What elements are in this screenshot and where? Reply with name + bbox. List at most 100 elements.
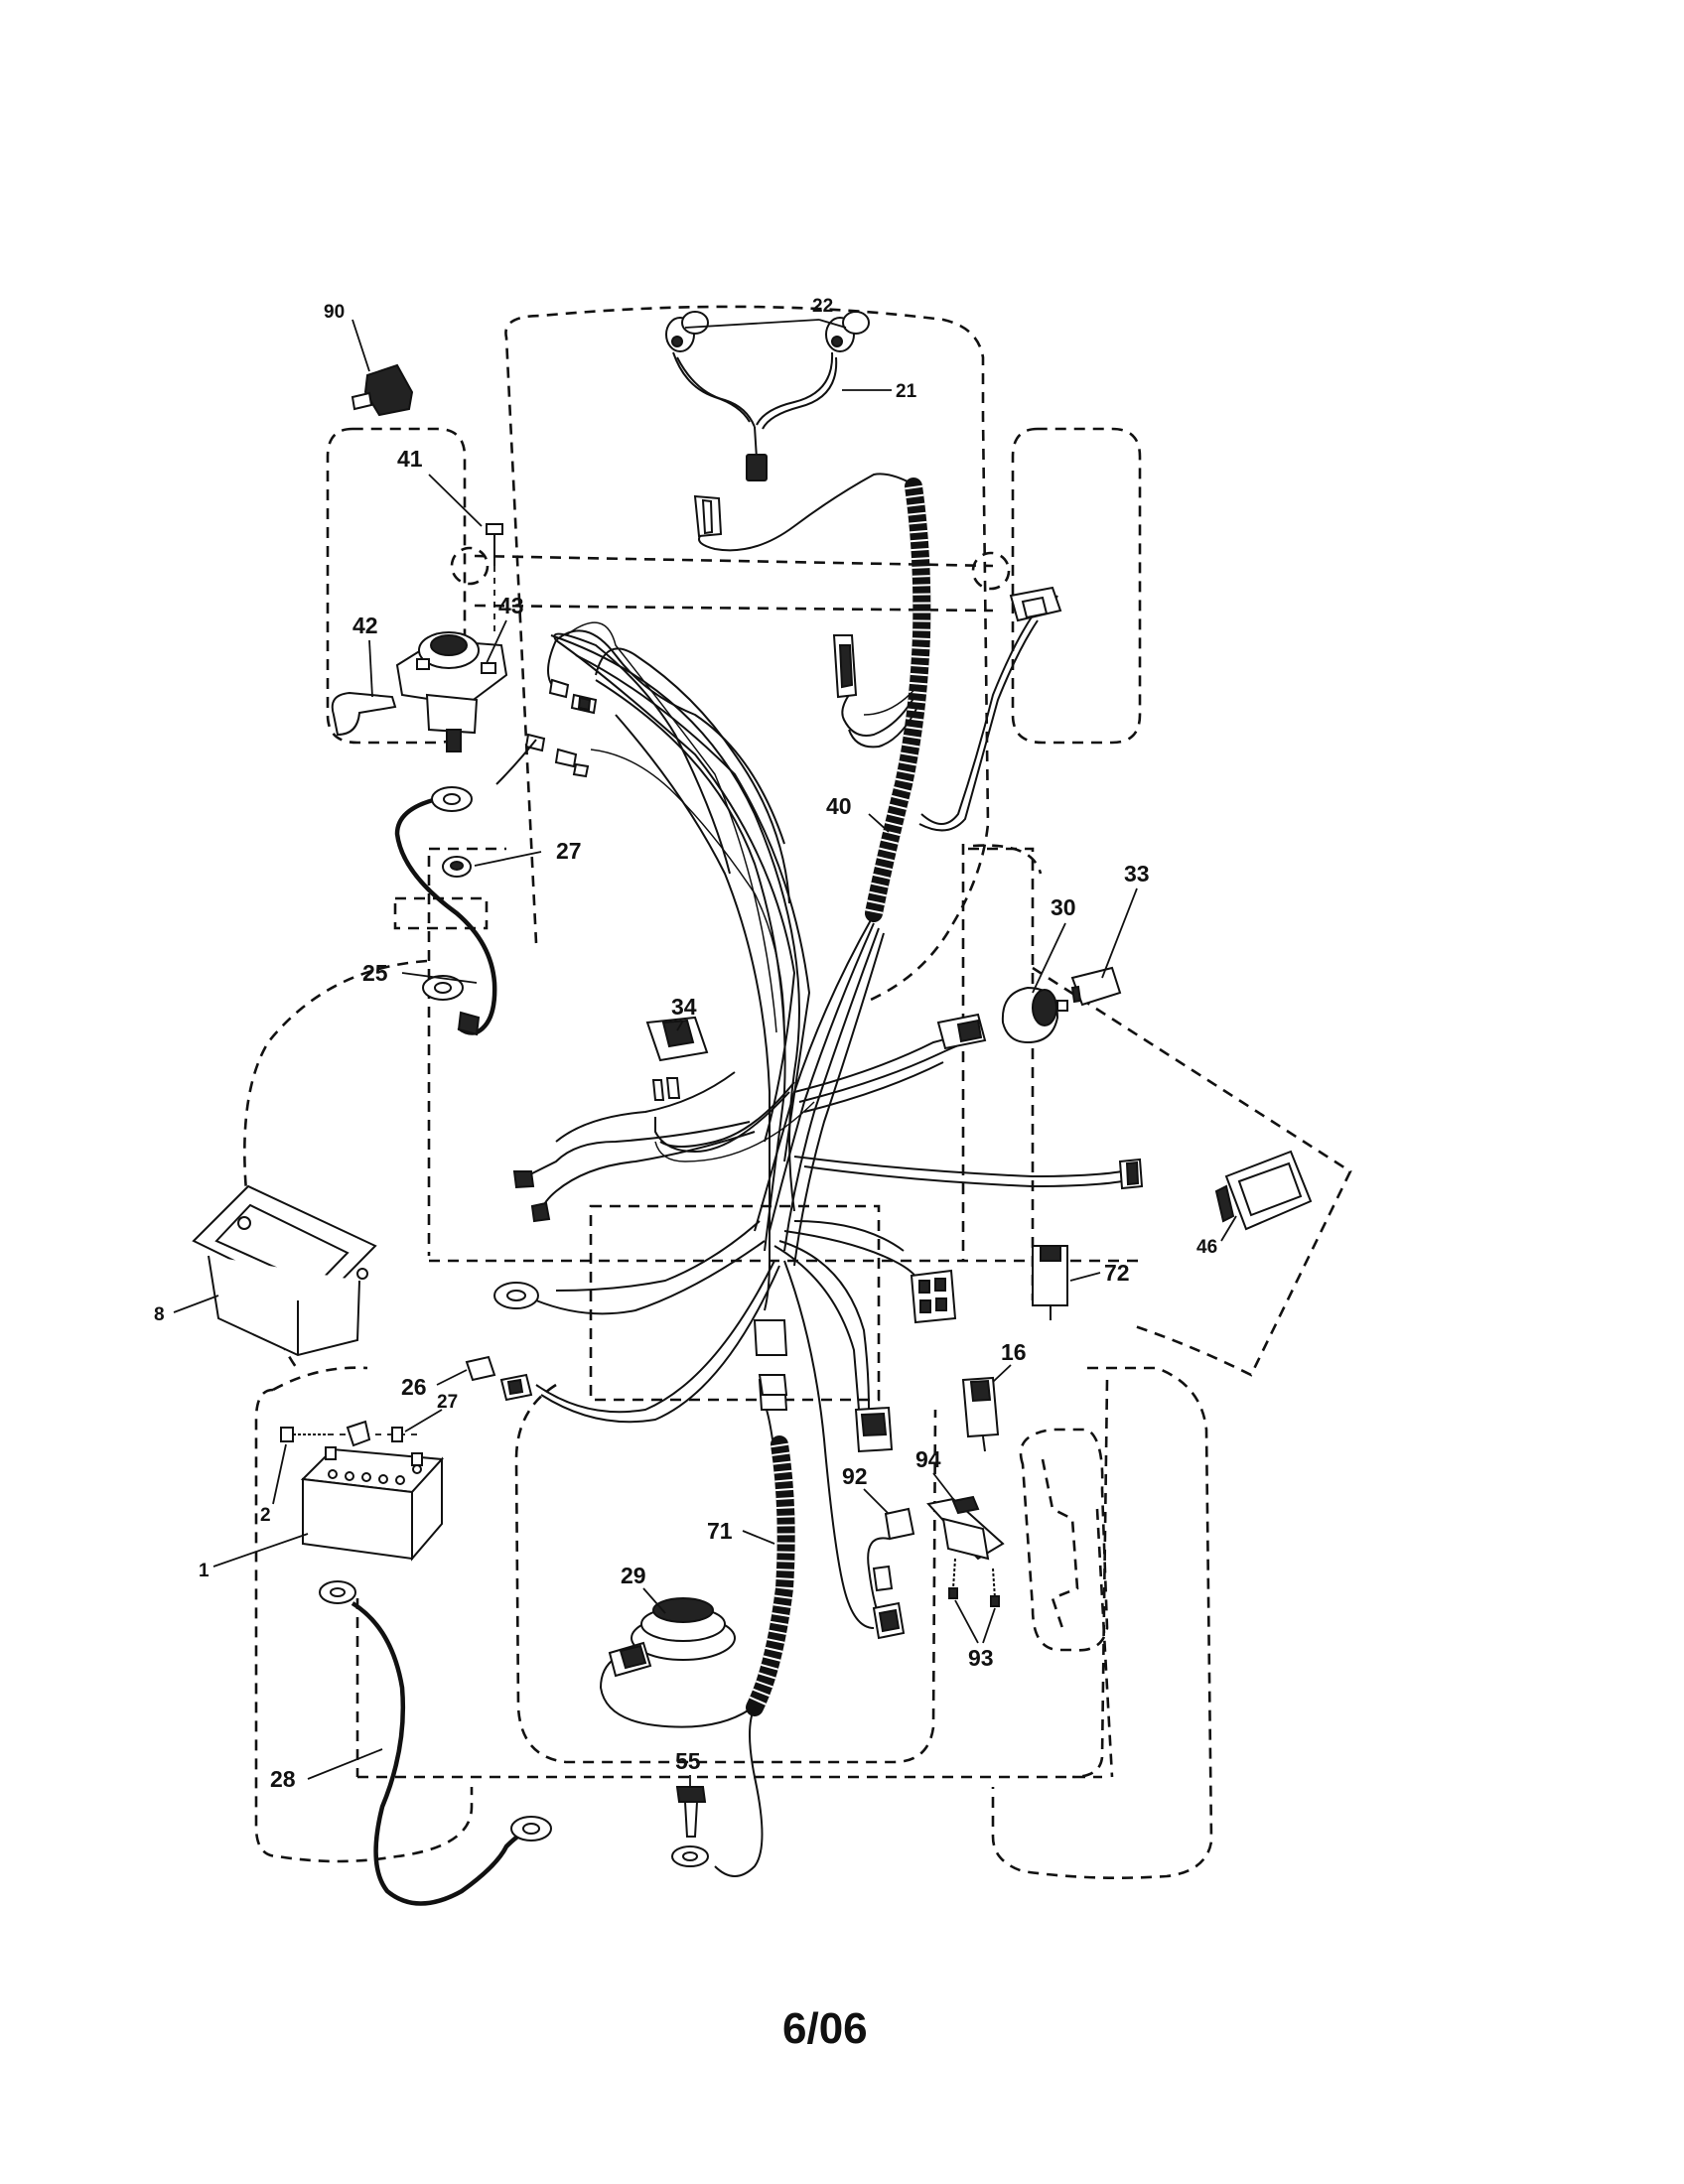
right-plug-connector xyxy=(1118,1158,1144,1190)
conduit-connector xyxy=(758,1374,788,1396)
relay-pin xyxy=(1070,985,1082,1004)
leader-16 xyxy=(992,1364,1012,1383)
bulb-globe xyxy=(842,311,870,335)
harness-wire xyxy=(540,1265,780,1424)
headlight-harness-21 xyxy=(672,351,838,481)
plug-body xyxy=(753,1319,788,1356)
callout-72: 72 xyxy=(1104,1260,1130,1286)
spade-terminal xyxy=(577,696,592,712)
leader-33 xyxy=(1101,887,1138,979)
ring-hole xyxy=(506,1290,526,1301)
harness-wire xyxy=(764,1260,771,1311)
connector-socket xyxy=(935,1297,947,1311)
leader-27b xyxy=(404,1409,443,1433)
bulb-contact xyxy=(831,336,843,347)
switch-screw xyxy=(992,1568,996,1599)
switch-top xyxy=(1040,1245,1061,1262)
right-connector-wire xyxy=(918,619,1039,832)
solenoid-body xyxy=(425,693,479,735)
lamp-connector-face xyxy=(701,498,714,535)
rear-right-lower xyxy=(1095,1508,1114,1778)
leader-46 xyxy=(1220,1215,1237,1242)
connector-body xyxy=(884,1507,915,1541)
leader-25 xyxy=(401,972,478,984)
harness-wire xyxy=(654,1091,790,1154)
spade-terminals xyxy=(495,678,598,785)
battery-bolt-2 xyxy=(280,1420,417,1447)
switch-screw xyxy=(952,1558,956,1589)
callout-1: 1 xyxy=(199,1561,210,1581)
callout-33: 33 xyxy=(1124,861,1150,887)
fuse-26 xyxy=(465,1355,533,1402)
callout-42: 42 xyxy=(352,613,378,638)
leader-8 xyxy=(173,1295,219,1313)
screws-93 xyxy=(948,1587,1000,1607)
harness-wire xyxy=(565,621,777,1033)
left-front-wheel-outline xyxy=(326,427,467,745)
harness-wire xyxy=(793,1031,964,1093)
harness-connector-30 xyxy=(936,1013,987,1050)
harness-wire xyxy=(654,1101,815,1162)
screw-head xyxy=(486,523,503,535)
bulb-contact xyxy=(671,336,683,347)
mid-connector-wire xyxy=(863,684,919,716)
harness-wire xyxy=(793,932,885,1267)
screw-head xyxy=(675,1786,707,1803)
ring-hole xyxy=(434,982,452,994)
tray-hole xyxy=(237,1216,251,1230)
connector-face xyxy=(619,1644,647,1670)
spade-terminal xyxy=(572,762,590,778)
headlight-wire xyxy=(672,351,751,423)
callout-90: 90 xyxy=(324,302,345,323)
center-connector-block xyxy=(910,1269,957,1324)
leader-22b xyxy=(818,319,847,329)
right-pivot-outline xyxy=(971,551,1011,591)
ring-hole xyxy=(330,1587,346,1597)
connector-92 xyxy=(867,1507,915,1640)
hour-meter-46 xyxy=(1214,1150,1313,1231)
nut-hole xyxy=(450,861,464,871)
callout-22: 22 xyxy=(812,296,833,317)
right-top-connector xyxy=(1009,586,1062,622)
battery-post xyxy=(325,1446,337,1460)
headlight-wire xyxy=(762,356,838,430)
right-fender-outline xyxy=(1032,966,1352,1377)
screw-41 xyxy=(486,523,503,635)
solenoid-cap-top xyxy=(430,634,468,656)
leader-34 xyxy=(676,1020,684,1031)
harness-wire xyxy=(575,654,811,1162)
mid-connector-wire xyxy=(848,704,919,749)
ring-hole xyxy=(443,793,461,805)
screw-93 xyxy=(948,1587,958,1599)
meter-mount xyxy=(1214,1184,1235,1223)
connector-socket xyxy=(919,1299,931,1313)
battery-cell-cap xyxy=(395,1475,405,1485)
connector-body xyxy=(872,1565,894,1592)
harness-wire xyxy=(803,1165,1123,1188)
harness-wire xyxy=(793,1220,905,1252)
harness-wire xyxy=(803,1061,944,1113)
connector-face xyxy=(1125,1160,1140,1186)
connector-face xyxy=(956,1019,983,1043)
battery-cell-cap xyxy=(412,1464,422,1474)
terminal-boot-42 xyxy=(331,691,397,737)
leader-28 xyxy=(307,1748,383,1780)
fuse-body xyxy=(465,1355,496,1382)
ground-cable-28 xyxy=(319,1580,552,1906)
ground-ring-terminal xyxy=(493,1282,539,1309)
switch-16 xyxy=(961,1376,1000,1452)
switch-body xyxy=(941,1517,990,1561)
screw-93 xyxy=(990,1595,1000,1607)
switch-94 xyxy=(926,1495,1005,1599)
conduit-71 xyxy=(599,1374,795,1877)
headlight-wire xyxy=(676,356,756,428)
ignition-key-90 xyxy=(351,363,414,417)
callout-93: 93 xyxy=(968,1645,994,1671)
callout-21: 21 xyxy=(896,381,917,402)
leader-26 xyxy=(436,1369,468,1386)
crimp xyxy=(457,1011,481,1036)
harness-wire xyxy=(793,1156,1123,1178)
leader-27a xyxy=(474,851,542,867)
terminal-clamp xyxy=(346,1420,371,1447)
connector-block xyxy=(1021,596,1049,619)
